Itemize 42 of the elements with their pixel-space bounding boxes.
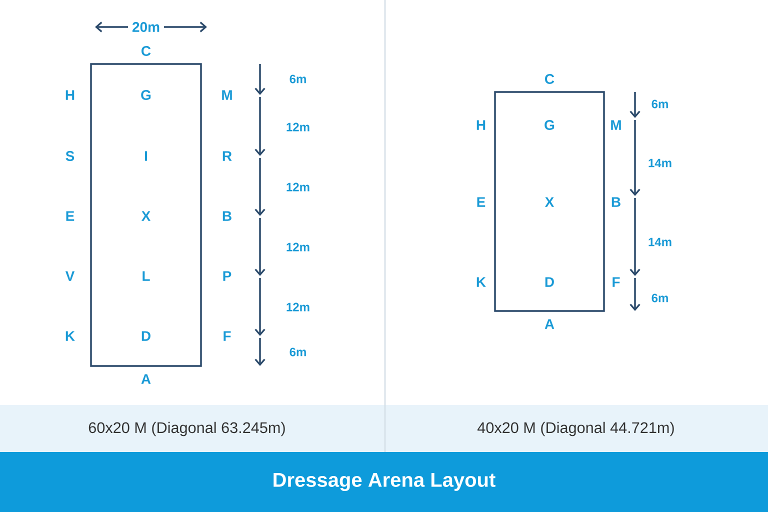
marker-letter: M xyxy=(611,120,621,130)
dimension-label: 6m xyxy=(652,100,668,108)
marker-letter: B xyxy=(612,197,620,207)
marker-letter: G xyxy=(544,120,554,130)
dimension-label: 12m xyxy=(286,242,310,252)
marker-letter: D xyxy=(545,277,554,287)
marker-letter: E xyxy=(477,197,486,207)
dimension-label: 6m xyxy=(652,294,668,302)
marker-letter: D xyxy=(142,331,150,341)
caption: 40x20 M (Diagonal 44.721m) xyxy=(478,422,674,436)
marker-letter: F xyxy=(612,277,620,287)
dimension-label: 12m xyxy=(286,302,310,312)
title-banner: Dressage Arena Layout xyxy=(0,452,768,512)
marker-letter: R xyxy=(222,151,232,161)
dimension-label: 14m xyxy=(648,238,672,246)
marker-letter: X xyxy=(141,211,151,221)
marker-letter: H xyxy=(476,120,486,130)
marker-letter: X xyxy=(544,197,554,207)
dimension-label: 6m xyxy=(290,74,306,84)
marker-letter: I xyxy=(145,151,147,161)
marker-letter: F xyxy=(224,331,231,341)
marker-letter: P xyxy=(223,271,232,281)
dimension-label: 14m xyxy=(648,158,672,168)
marker-letter: V xyxy=(65,271,75,281)
marker-letter: K xyxy=(66,331,75,341)
marker-letter: L xyxy=(142,271,150,281)
marker-letter: B xyxy=(222,211,232,221)
marker-letter: S xyxy=(66,151,74,161)
dimension-label: 20m xyxy=(128,20,164,34)
marker-letter: C xyxy=(142,46,151,56)
dimension-label: 12m xyxy=(286,182,310,192)
marker-letter: A xyxy=(544,319,554,329)
caption: 60x20 M (Diagonal 63.245m) xyxy=(88,422,285,436)
dimension-label: 12m xyxy=(286,122,310,132)
marker-letter: K xyxy=(476,277,486,287)
marker-letter: C xyxy=(545,74,554,84)
marker-letter: A xyxy=(141,374,151,384)
dimension-label: 6m xyxy=(290,348,306,356)
marker-letter: E xyxy=(66,211,74,221)
marker-letter: G xyxy=(141,90,151,100)
marker-letter: M xyxy=(222,90,232,100)
marker-letter: H xyxy=(66,90,74,100)
